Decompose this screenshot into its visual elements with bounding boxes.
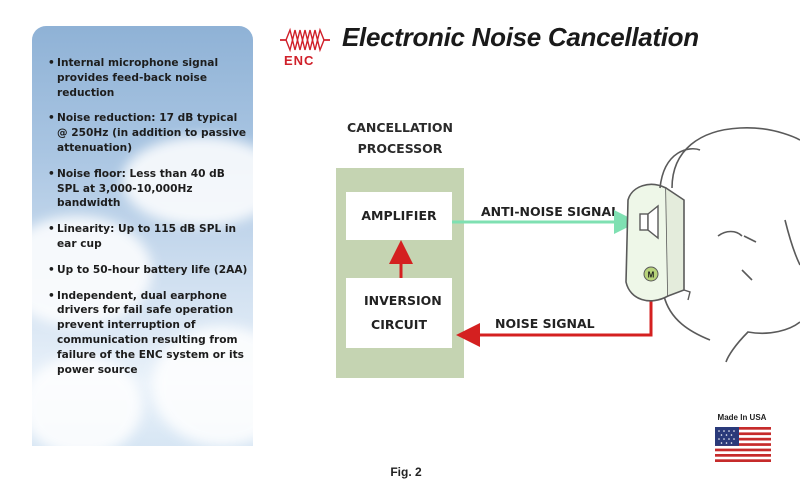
anti-noise-label: ANTI-NOISE SIGNAL	[481, 204, 620, 219]
bullet-icon: •	[48, 223, 55, 236]
microphone-icon: M	[643, 266, 659, 282]
cloud-decoration	[32, 356, 142, 446]
processor-title: CANCELLATION PROCESSOR	[347, 120, 453, 156]
ear-cup	[625, 148, 701, 302]
feature-item: •Independent, dual earphone drivers for …	[48, 289, 244, 376]
usa-flag-icon	[715, 427, 771, 462]
made-in-usa-label: Made In USA	[717, 413, 767, 422]
cup-cable	[683, 289, 691, 301]
figure-caption: Fig. 2	[390, 465, 422, 479]
amplifier-label: AMPLIFIER	[361, 208, 437, 223]
feature-item: •Linearity: Up to 115 dB SPL in ear cup	[48, 223, 237, 250]
bullet-icon: •	[48, 167, 55, 180]
feature-item: •Internal microphone signal provides fee…	[48, 57, 219, 99]
head-outline	[661, 127, 800, 363]
noise-signal-label: NOISE SIGNAL	[495, 316, 595, 331]
inversion-circuit-label: INVERSION CIRCUIT	[364, 293, 442, 332]
enc-waveform-logo-icon	[280, 27, 330, 53]
amplifier-box: AMPLIFIER	[346, 192, 452, 240]
feature-item: •Noise reduction: 17 dB typical @ 250Hz …	[48, 112, 247, 154]
cloud-decoration	[32, 216, 152, 326]
feature-list: •Internal microphone signal provides fee…	[48, 56, 248, 388]
bullet-icon: •	[48, 57, 55, 69]
page-title: Electronic Noise Cancellation	[342, 22, 699, 52]
cloud-decoration	[122, 136, 253, 226]
cloud-decoration	[152, 326, 253, 446]
bullet-icon: •	[48, 112, 55, 125]
logo-text: ENC	[284, 53, 315, 68]
mic-letter: M	[648, 271, 655, 280]
feature-panel: •Internal microphone signal provides fee…	[32, 26, 253, 446]
feature-item: •Up to 50-hour battery life (2AA)	[48, 263, 248, 276]
bullet-icon: •	[48, 289, 55, 302]
inversion-circuit-box: INVERSION CIRCUIT	[346, 278, 452, 348]
feature-item: •Noise floor: Less than 40 dB SPL at 3,0…	[48, 167, 225, 210]
bullet-icon: •	[48, 263, 55, 276]
speaker-icon	[639, 204, 659, 240]
